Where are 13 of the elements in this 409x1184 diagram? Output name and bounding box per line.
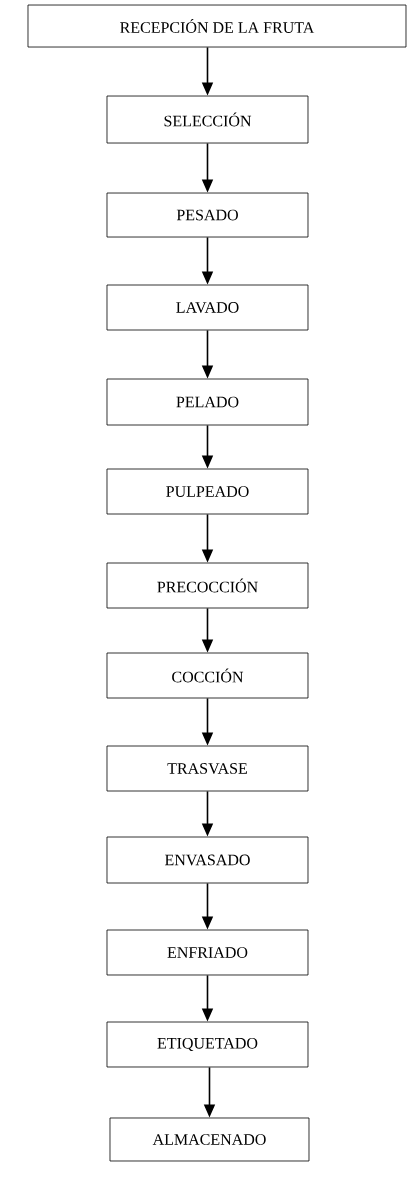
process-box: RECEPCIÓN DE LA FRUTA [27, 4, 407, 48]
process-box: PELADO [106, 378, 309, 426]
process-box: PESADO [106, 192, 309, 238]
process-box: LAVADO [106, 284, 309, 331]
process-box: COCCIÓN [106, 652, 309, 699]
process-box: TRASVASE [106, 745, 309, 792]
process-box: ENFRIADO [106, 929, 309, 976]
process-box: ALMACENADO [109, 1117, 310, 1162]
process-box: ETIQUETADO [106, 1021, 309, 1068]
process-box: ENVASADO [106, 836, 309, 884]
process-box: SELECCIÓN [106, 95, 309, 144]
process-box: PRECOCCIÓN [106, 562, 309, 609]
process-box: PULPEADO [106, 468, 309, 515]
